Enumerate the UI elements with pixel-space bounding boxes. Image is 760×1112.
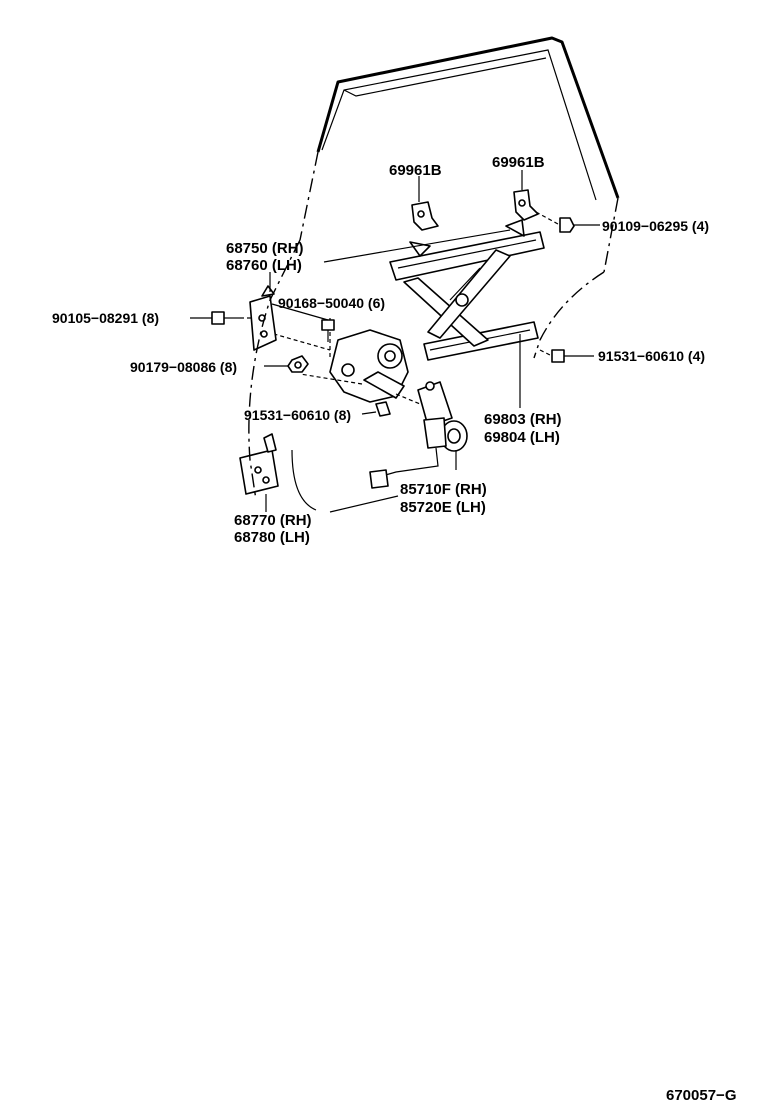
label-arm-rh: 69803 (RH): [484, 411, 562, 428]
label-bolt-91531-right: 91531−60610 (4): [598, 348, 705, 364]
label-glass-channel-left: 69961B: [389, 162, 442, 179]
bolt-90168: [271, 303, 335, 342]
door-glass-outline: [299, 36, 620, 273]
door-hinge-lower: [239, 433, 279, 495]
figure-code: 670057−G: [666, 1087, 736, 1104]
leader-lines: [265, 176, 521, 513]
window-regulator: [259, 219, 545, 405]
nut: [264, 355, 309, 373]
label-bolt-90105: 90105−08291 (8): [52, 310, 159, 326]
bolt-90109: [535, 211, 600, 233]
label-hinge-rh: 68770 (RH): [234, 512, 312, 529]
bolt-91531-right: [539, 349, 594, 363]
glass-channel-bracket-right: [513, 170, 539, 221]
label-bolt-91531-lower: 91531−60610 (8): [244, 407, 351, 423]
label-hinge-lh: 68780 (LH): [234, 529, 310, 546]
bolt-91531-lower: [361, 401, 391, 417]
label-bolt-90109: 90109−06295 (4): [602, 218, 709, 234]
regulator-motor: [369, 381, 468, 489]
label-glass-channel-right: 69961B: [492, 154, 545, 171]
label-arm-lh: 69804 (LH): [484, 429, 560, 446]
glass-channel-bracket-left: [411, 180, 439, 231]
label-regulator-rh: 68750 (RH): [226, 240, 304, 257]
door-outline-bottom: [291, 449, 317, 511]
door-outline-right: [533, 271, 605, 359]
label-bolt-90168: 90168−50040 (6): [278, 295, 385, 311]
label-nut-90179: 90179−08086 (8): [130, 359, 237, 375]
label-motor-rh: 85710F (RH): [400, 481, 487, 498]
bolt: [190, 311, 252, 325]
label-regulator-lh: 68760 (LH): [226, 257, 302, 274]
label-motor-lh: 85720E (LH): [400, 499, 486, 516]
door-outline-left: [248, 239, 301, 501]
